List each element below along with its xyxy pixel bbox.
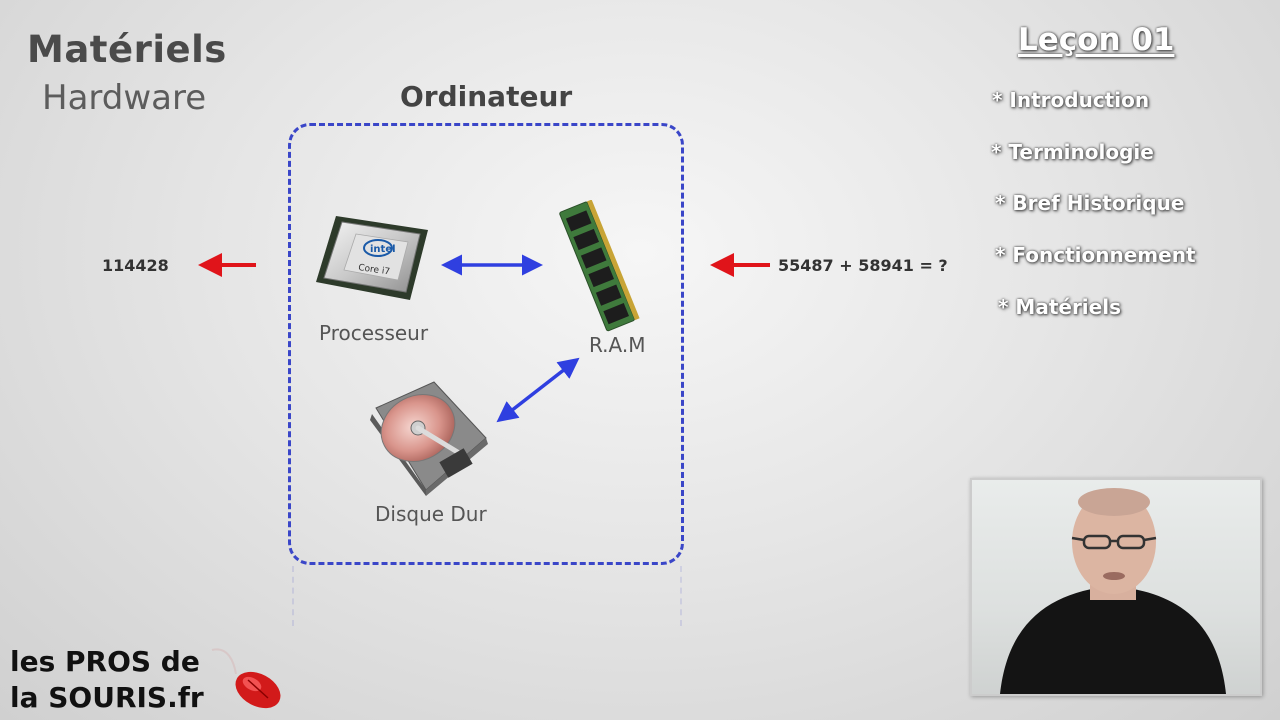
ram-module-icon [559,200,640,332]
computer-box [288,123,684,565]
mouse-logo-icon [211,648,281,709]
logo-line-2: la SOURIS.fr [10,681,204,714]
ram-label: R.A.M [589,333,646,357]
cpu-chip-icon: intel Core i7 [316,216,428,300]
processor-label: Processeur [319,321,429,345]
cpu-brand-text: intel [370,244,396,255]
logo-line-1: les PROS de [10,645,200,678]
ram-disk-arrow [496,357,580,423]
lesson-item-historique: * Bref Historique [995,191,1185,215]
computer-box-title: Ordinateur [400,80,573,113]
slide-title: Matériels [27,28,227,71]
box-reflection [292,566,682,626]
lesson-item-terminologie: * Terminologie [991,140,1154,164]
disk-label: Disque Dur [375,502,487,526]
slide-subtitle: Hardware [42,78,207,118]
webcam-overlay [970,478,1262,696]
input-expression: 55487 + 58941 = ? [778,256,948,275]
output-value: 114428 [102,256,169,275]
hard-disk-icon [370,381,488,496]
cpu-model-text: Core i7 [358,263,391,277]
lesson-item-introduction: * Introduction [992,88,1150,112]
lesson-title: Leçon 01 [1018,22,1175,58]
presenter-figure [1000,488,1226,694]
lesson-item-materiels: * Matériels [998,295,1121,319]
lesson-item-fonctionnement: * Fonctionnement [995,243,1196,267]
